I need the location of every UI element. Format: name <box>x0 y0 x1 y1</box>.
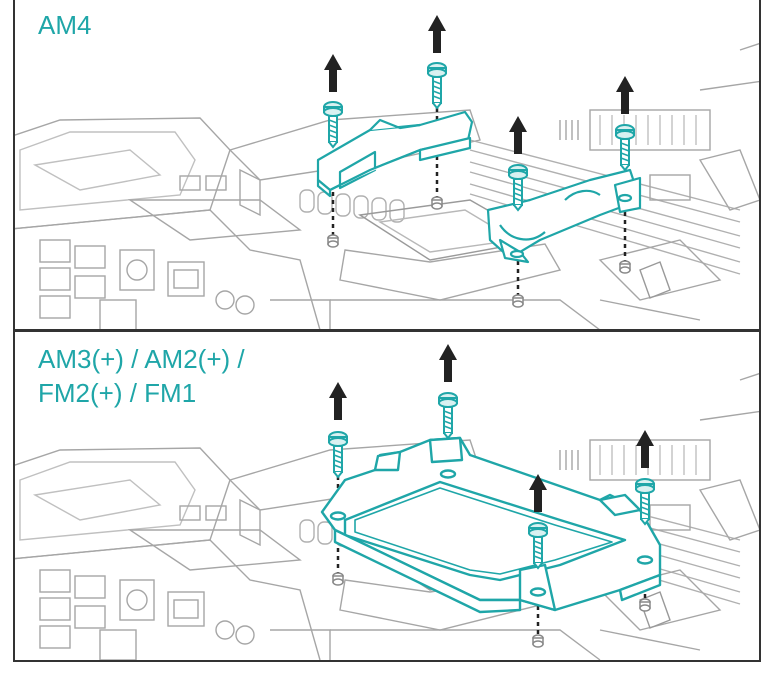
panel-am4: AM4 <box>14 10 760 330</box>
screw-icon <box>615 124 635 171</box>
panel-label-am3-line-2: FM2(+) / FM1 <box>38 378 196 408</box>
retention-bracket-right <box>486 168 642 264</box>
retention-frame <box>320 436 662 614</box>
panel-am3-am2-fm2-fm1: AM3(+) / AM2(+) / FM2(+) / FM1 <box>14 344 760 661</box>
screw-icon <box>328 431 348 478</box>
panel-label-am4: AM4 <box>38 10 91 40</box>
standoff <box>327 234 339 248</box>
retention-bracket-left <box>316 110 474 198</box>
motherboard-line-art <box>14 39 760 330</box>
panel-borders <box>13 0 761 662</box>
remove-arrow-icon <box>428 15 446 53</box>
screw-icon <box>438 392 458 439</box>
remove-arrow-icon <box>329 382 347 420</box>
remove-arrow-icon <box>509 116 527 154</box>
screw-icon <box>427 62 447 109</box>
standoff <box>332 572 344 586</box>
remove-arrow-icon <box>439 344 457 382</box>
remove-arrow-icon <box>636 430 654 468</box>
remove-arrow-icon <box>324 54 342 92</box>
screw-icon <box>323 101 343 148</box>
panel-label-am3-line-1: AM3(+) / AM2(+) / <box>38 344 245 374</box>
remove-arrow-icon <box>616 76 634 114</box>
standoff <box>619 260 631 274</box>
standoff <box>639 598 651 612</box>
standoff <box>532 634 544 648</box>
standoff <box>512 294 524 308</box>
standoff <box>431 196 443 210</box>
